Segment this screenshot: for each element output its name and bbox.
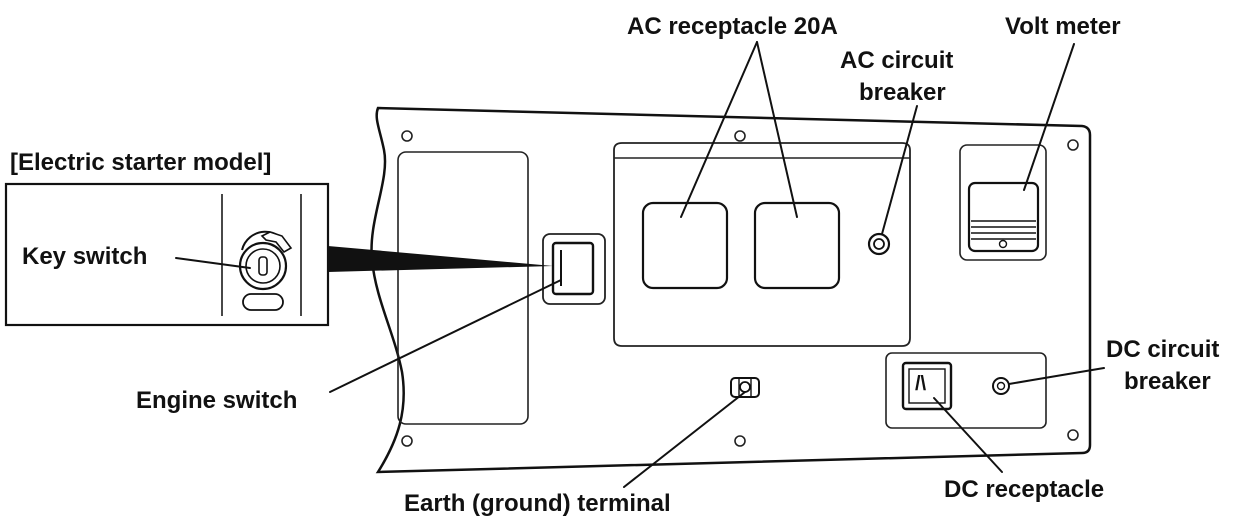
engine-switch-rocker [551, 241, 595, 296]
screw-bottom-center [734, 435, 746, 447]
dc-receptacle [901, 361, 953, 411]
volt-meter-label: Volt meter [1005, 13, 1121, 40]
ac-breaker-label-line1: AC circuit [840, 47, 954, 74]
screw-bottom-right [1067, 429, 1079, 441]
screw-top-right [1067, 139, 1079, 151]
leader-key-switch [175, 257, 251, 269]
ac-receptacle-label: AC receptacle 20A [627, 13, 838, 40]
dc-receptacle-symbol: /\ [915, 373, 927, 395]
leader-engine-switch [329, 279, 562, 393]
leader-dc-breaker [1008, 367, 1105, 385]
dc-breaker-label-line1: DC circuit [1106, 336, 1220, 363]
screw-bottom-left [401, 435, 413, 447]
volt-meter-face [967, 181, 1040, 253]
ac-breaker-label-line2: breaker [859, 79, 946, 106]
leader-ac-receptacle-left [680, 41, 758, 218]
engine-switch-label: Engine switch [136, 387, 298, 414]
left-subpanel [397, 151, 529, 425]
ac-receptacle-right [753, 201, 841, 290]
screw-top-center [734, 130, 746, 142]
dc-breaker-label-line2: breaker [1124, 368, 1211, 395]
dc-receptacle-label: DC receptacle [944, 476, 1105, 503]
key-switch-label: Key switch [22, 243, 148, 270]
key-switch [238, 230, 293, 311]
leader-volt-meter [1023, 43, 1075, 191]
screw-top-left [401, 130, 413, 142]
leader-dc-receptacle [933, 397, 1003, 473]
earth-terminal-label: Earth (ground) terminal [404, 490, 671, 517]
leader-earth-terminal [623, 391, 746, 488]
zoom-wedge [328, 246, 553, 272]
inset-title: [Electric starter model] [10, 149, 272, 176]
earth-terminal [730, 377, 760, 398]
ac-receptacle-left [641, 201, 729, 290]
leader-ac-receptacle-right [756, 41, 798, 218]
leader-ac-breaker [881, 105, 918, 235]
